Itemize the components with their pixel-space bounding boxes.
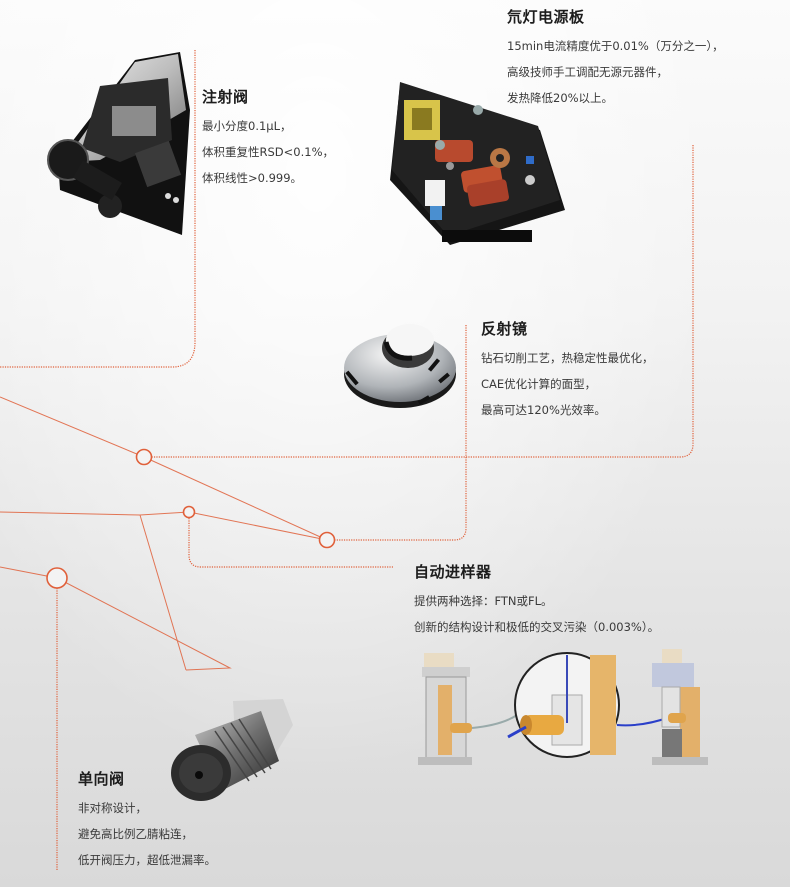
node-circle bbox=[318, 531, 336, 549]
psu-info: 氘灯电源板 15min电流精度优于0.01%（万分之一）， 高级技师手工调配无源… bbox=[507, 6, 724, 111]
reflector-title: 反射镜 bbox=[481, 320, 528, 338]
reflector-image bbox=[344, 324, 456, 408]
reflector-desc-line: 钻石切削工艺，热稳定性最优化， bbox=[481, 351, 654, 365]
check-valve-title: 单向阀 bbox=[78, 770, 125, 788]
dotted-leader-lines bbox=[0, 50, 694, 870]
node-circle bbox=[182, 505, 196, 519]
check-valve-desc-line: 低开阀压力，超低泄漏率。 bbox=[78, 853, 216, 867]
power-supply-board-image bbox=[390, 82, 565, 245]
psu-desc-line: 发热降低20%以上。 bbox=[507, 91, 614, 105]
check-valve-desc-line: 避免高比例乙腈粘连， bbox=[78, 827, 193, 841]
check-valve-image bbox=[171, 699, 293, 801]
node-circle bbox=[135, 448, 153, 466]
autosampler-desc-line: 创新的结构设计和极低的交叉污染（0.003%）。 bbox=[414, 620, 660, 634]
node-circle bbox=[46, 567, 68, 589]
reflector-info: 反射镜 钻石切削工艺，热稳定性最优化， CAE优化计算的面型， 最高可达120%… bbox=[481, 318, 654, 423]
injection-valve-desc-line: 最小分度0.1μL， bbox=[202, 119, 292, 133]
psu-desc-line: 15min电流精度优于0.01%（万分之一）， bbox=[507, 39, 724, 53]
check-valve-info: 单向阀 非对称设计， 避免高比例乙腈粘连， 低开阀压力，超低泄漏率。 bbox=[78, 768, 216, 873]
reflector-desc-line: 最高可达120%光效率。 bbox=[481, 403, 606, 417]
autosampler-info: 自动进样器 提供两种选择：FTN或FL。 创新的结构设计和极低的交叉污染（0.0… bbox=[414, 561, 659, 640]
psu-title: 氘灯电源板 bbox=[507, 8, 585, 26]
injection-valve-desc-line: 体积重复性RSD<0.1%， bbox=[202, 145, 334, 159]
injection-valve-desc-line: 体积线性>0.999。 bbox=[202, 171, 303, 185]
injection-valve-title: 注射阀 bbox=[202, 88, 249, 106]
injection-valve-info: 注射阀 最小分度0.1μL， 体积重复性RSD<0.1%， 体积线性>0.999… bbox=[202, 86, 334, 191]
check-valve-desc-line: 非对称设计， bbox=[78, 801, 147, 815]
reflector-desc-line: CAE优化计算的面型， bbox=[481, 377, 597, 391]
network-nodes bbox=[46, 448, 336, 589]
autosampler-title: 自动进样器 bbox=[414, 563, 492, 581]
psu-desc-line: 高级技师手工调配无源元器件， bbox=[507, 65, 668, 79]
solid-network-lines bbox=[0, 396, 328, 671]
injection-valve-image bbox=[47, 52, 190, 235]
autosampler-image bbox=[418, 649, 708, 765]
autosampler-desc-line: 提供两种选择：FTN或FL。 bbox=[414, 594, 553, 608]
